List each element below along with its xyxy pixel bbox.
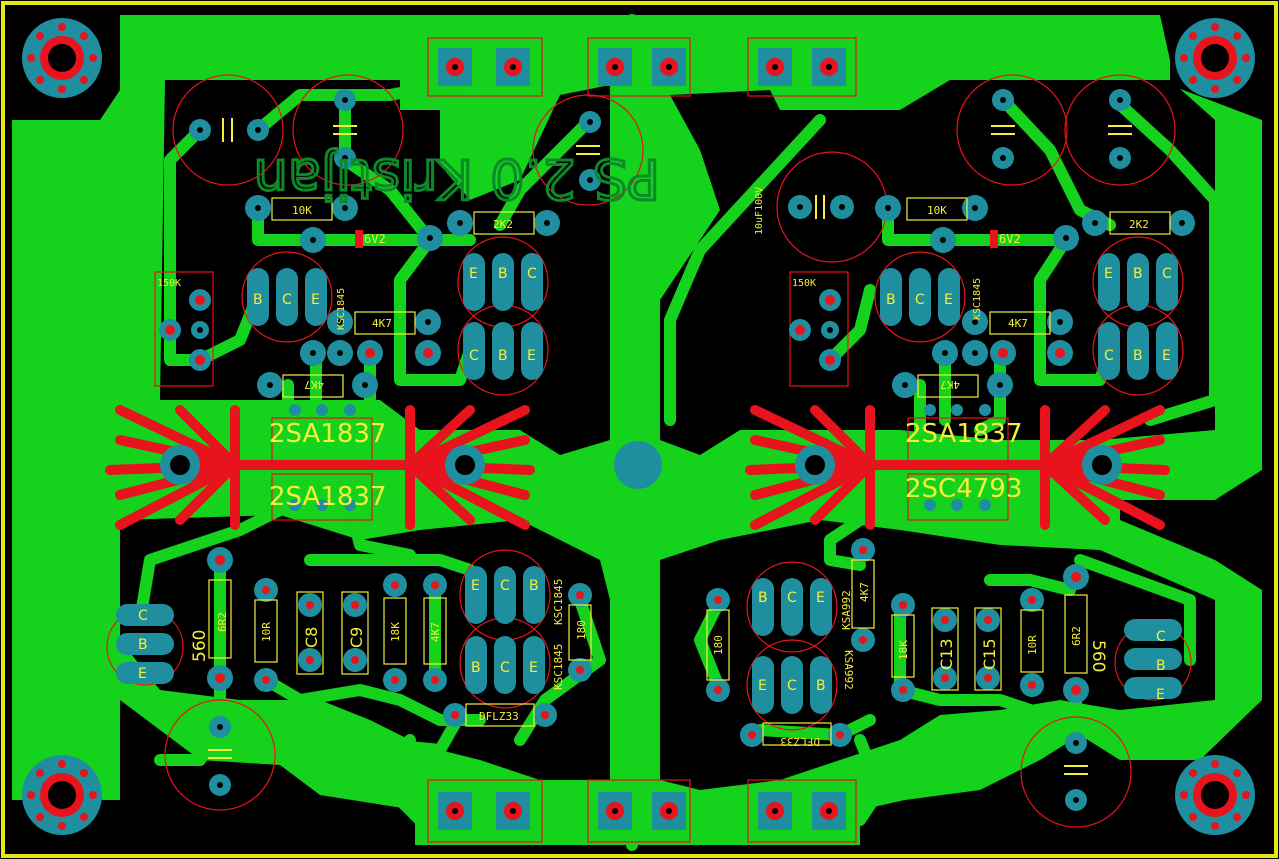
svg-text:C: C <box>915 292 925 308</box>
svg-text:C: C <box>1162 266 1172 282</box>
label-r4k7-right3: 4K7 <box>858 582 871 602</box>
svg-text:C: C <box>527 266 537 282</box>
label-q-bot-left: 2SA1837 <box>269 482 386 512</box>
label-c15-right: C15 <box>980 638 999 670</box>
label-ksa992-right2: KSA992 <box>842 650 855 690</box>
label-ksc1845-left1: KSC1845 <box>336 288 347 330</box>
label-c100u-right: 10uF100V <box>754 187 765 235</box>
label-q-top-left: 2SA1837 <box>269 419 386 449</box>
component-outlines <box>106 37 1192 843</box>
svg-text:B: B <box>758 590 768 606</box>
svg-text:E: E <box>138 666 147 682</box>
label-r6r2-left: 6R2 <box>216 612 229 632</box>
svg-text:B: B <box>498 266 508 282</box>
svg-text:E: E <box>469 266 478 282</box>
svg-text:B: B <box>498 348 508 364</box>
svg-text:E: E <box>1156 687 1165 703</box>
board-title: PS 2.0 Kristijan <box>254 147 660 210</box>
label-r4k7-right2: 4K7 <box>940 378 960 391</box>
svg-text:B: B <box>138 637 148 653</box>
label-r10k-left: 10K <box>292 204 312 217</box>
label-z6v2-right: 6V2 <box>999 232 1021 246</box>
svg-text:B: B <box>253 292 263 308</box>
svg-text:C: C <box>1104 348 1114 364</box>
label-r10k-right: 10K <box>927 204 947 217</box>
round-pads <box>159 89 1195 811</box>
capacitor-symbols <box>208 118 1132 775</box>
heatsink-clamps <box>105 405 1170 530</box>
svg-text:C: C <box>500 660 510 676</box>
svg-text:C: C <box>787 590 797 606</box>
svg-text:C: C <box>138 608 148 624</box>
label-c9-left: C9 <box>347 627 366 648</box>
svg-text:B: B <box>1133 266 1143 282</box>
svg-text:B: B <box>1133 348 1143 364</box>
label-r150k-left: 150K <box>157 278 181 289</box>
svg-text:B: B <box>1156 658 1166 674</box>
zener-marker-right <box>990 230 998 248</box>
label-c8-left: C8 <box>302 627 321 648</box>
label-ksc1845-left2: KSC1845 <box>552 579 565 625</box>
svg-text:E: E <box>1104 266 1113 282</box>
label-r10r-left: 10R <box>260 622 273 642</box>
svg-text:E: E <box>529 660 538 676</box>
svg-text:C: C <box>787 678 797 694</box>
mounting-holes <box>22 18 1255 835</box>
svg-text:C: C <box>469 348 479 364</box>
label-z6v2-left: 6V2 <box>364 232 386 246</box>
connector-pads <box>438 48 846 830</box>
svg-text:B: B <box>471 660 481 676</box>
svg-text:B: B <box>816 678 826 694</box>
resistor-outlines <box>208 197 1171 746</box>
svg-text:C: C <box>500 578 510 594</box>
label-r180-right: 180 <box>712 635 725 655</box>
label-r4k7-left2: 4K7 <box>304 378 324 391</box>
label-r560-right: 560 <box>1088 640 1108 672</box>
label-r180-left: 180 <box>575 620 588 640</box>
label-r150k-right: 150K <box>792 278 816 289</box>
svg-text:E: E <box>527 348 536 364</box>
svg-text:E: E <box>471 578 480 594</box>
svg-text:E: E <box>311 292 320 308</box>
label-r18k-left: 18K <box>389 622 402 642</box>
label-q-top-right: 2SA1837 <box>905 419 1022 449</box>
label-c13-right: C13 <box>937 638 956 670</box>
svg-text:C: C <box>1156 629 1166 645</box>
svg-text:E: E <box>816 590 825 606</box>
label-dflz33-left: DFLZ33 <box>479 710 519 723</box>
label-r4k7-left1: 4K7 <box>372 317 392 330</box>
label-r2k2-right: 2K2 <box>1129 218 1149 231</box>
label-ksc1845-left3: KSC1845 <box>552 644 565 690</box>
svg-text:E: E <box>944 292 953 308</box>
label-q-bot-right: 2SC4793 <box>905 474 1022 504</box>
label-r2k2-left: 2K2 <box>493 218 513 231</box>
zener-marker-left <box>355 230 363 248</box>
label-ksc1845-right1: KSC1845 <box>972 278 983 320</box>
transistor-pads <box>116 253 1182 714</box>
svg-text:B: B <box>529 578 539 594</box>
label-r10r-right: 10R <box>1026 635 1039 655</box>
svg-text:E: E <box>758 678 767 694</box>
label-ksa992-right1: KSA992 <box>840 590 853 630</box>
label-r4k7-left3: 4K7 <box>429 622 442 642</box>
label-r18k-right: 18K <box>897 640 910 660</box>
center-ground-pad <box>614 441 662 489</box>
label-r560-left: 560 <box>190 630 210 662</box>
label-dflz33-right: DFLZ33 <box>780 735 820 748</box>
svg-text:E: E <box>1162 348 1171 364</box>
svg-text:C: C <box>282 292 292 308</box>
label-r6r2-right: 6R2 <box>1070 626 1083 646</box>
svg-text:B: B <box>886 292 896 308</box>
label-r4k7-right1: 4K7 <box>1008 317 1028 330</box>
